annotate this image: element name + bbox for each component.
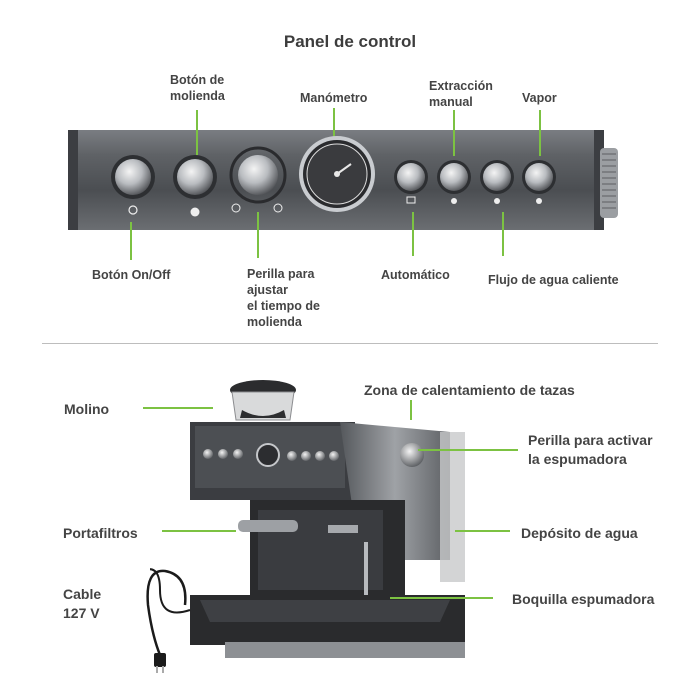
panel-title: Panel de control (283, 32, 417, 51)
label-hot-water: Flujo de agua caliente (488, 273, 619, 287)
label-steam-wand: Boquilla espumadora (512, 591, 655, 607)
section-divider (42, 343, 658, 344)
power-cable-image (146, 569, 187, 673)
control-panel-image (68, 130, 604, 230)
label-grinder: Molino (64, 401, 110, 417)
steam-icon (536, 198, 542, 204)
label-steam: Vapor (522, 91, 557, 105)
plus-icon (273, 203, 283, 213)
side-knob-image (600, 148, 618, 218)
grind-time-knob (229, 146, 287, 204)
cup-icon (406, 196, 416, 204)
label-manometer: Manómetro (300, 91, 368, 105)
label-frother-knob: Perilla para activar la espumadora (528, 432, 653, 467)
minus-icon (231, 203, 241, 213)
coffee-bean-icon (190, 207, 200, 217)
power-icon (128, 205, 138, 215)
label-cup-warmer: Zona de calentamiento de tazas (364, 382, 575, 398)
hand-icon (451, 198, 457, 204)
label-manual-extraction: Extracción manual (429, 79, 493, 109)
label-grinding-button: Botón de molienda (170, 73, 225, 103)
label-cable: Cable 127 V (63, 586, 102, 621)
label-grind-time-knob: Perilla para ajustar el tiempo de molien… (247, 267, 320, 329)
water-drops-icon (494, 198, 500, 204)
label-portafilter: Portafiltros (63, 525, 138, 541)
espresso-machine-image (150, 380, 465, 658)
label-on-off: Botón On/Off (92, 268, 171, 282)
label-automatic: Automático (381, 268, 450, 282)
label-water-tank: Depósito de agua (521, 525, 638, 541)
